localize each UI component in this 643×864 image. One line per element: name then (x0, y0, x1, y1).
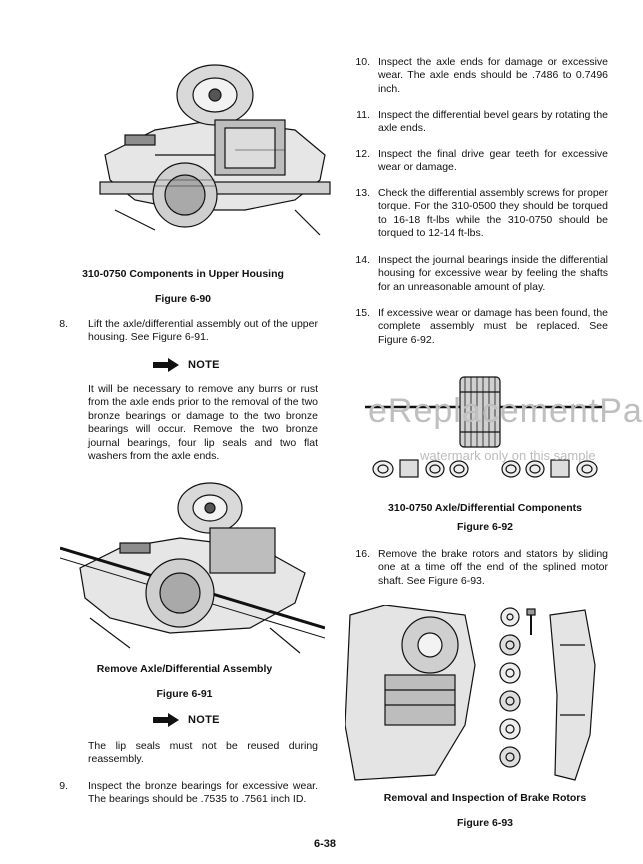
step-15-number: 15. (355, 307, 370, 319)
step-8-number: 8. (59, 318, 68, 330)
step-11-number: 11. (356, 109, 370, 121)
step-13-text: Check the differential assembly screws f… (378, 187, 608, 240)
step-14-text: Inspect the journal bearings inside the … (378, 254, 608, 293)
step-11: 11. Inspect the differential bevel gears… (352, 109, 612, 137)
figure-6-90-illustration (99, 64, 331, 236)
step-8-text: Lift the axle/differential assembly out … (88, 318, 318, 344)
step-14-number: 14. (355, 254, 370, 266)
step-10-number: 10. (355, 56, 370, 68)
note-1: NOTE (152, 357, 220, 373)
step-15: 15. If excessive wear or damage has been… (352, 307, 612, 349)
step-11-text: Inspect the differential bevel gears by … (378, 109, 608, 135)
pointing-hand-icon (153, 713, 179, 727)
page-number: 6-38 (313, 838, 337, 850)
step-13: 13. Check the differential assembly scre… (352, 187, 612, 243)
step-12: 12. Inspect the final drive gear teeth f… (352, 148, 612, 176)
note-2-text: The lip seals must not be reused during … (88, 740, 318, 766)
note-2-label: NOTE (188, 714, 220, 726)
step-12-text: Inspect the final drive gear teeth for e… (378, 148, 608, 174)
figure-6-92-illustration (365, 376, 605, 478)
step-9-number: 9. (59, 780, 68, 792)
figure-6-92-caption: 310-0750 Axle/Differential Components (388, 502, 582, 514)
note-2: NOTE (152, 712, 220, 728)
step-9: 9. Inspect the bronze bearings for exces… (50, 780, 320, 822)
figure-6-91-label: Figure 6-91 (156, 688, 213, 700)
watermark-sub: watermark only on this sample (420, 448, 596, 463)
figure-6-90-caption: 310-0750 Components in Upper Housing (82, 268, 284, 280)
figure-6-93-illustration (345, 605, 596, 781)
step-14: 14. Inspect the journal bearings inside … (352, 254, 612, 296)
note-1-text: It will be necessary to remove any burrs… (88, 383, 318, 463)
pointing-hand-icon (153, 358, 179, 372)
step-8: 8. Lift the axle/differential assembly o… (50, 318, 320, 348)
step-16-number: 16. (355, 548, 370, 560)
step-9-text: Inspect the bronze bearings for excessiv… (88, 780, 318, 806)
figure-6-91-illustration (60, 482, 325, 654)
figure-6-93-caption: Removal and Inspection of Brake Rotors (383, 792, 587, 804)
step-10: 10. Inspect the axle ends for damage or … (352, 56, 612, 98)
watermark-main: eReplacementParts.com (368, 392, 643, 430)
figure-6-93-label: Figure 6-93 (456, 817, 514, 829)
note-1-label: NOTE (188, 359, 220, 371)
figure-6-90-label: Figure 6-90 (154, 293, 212, 305)
figure-6-91-caption: Remove Axle/Differential Assembly (96, 663, 273, 675)
figure-6-92-label: Figure 6-92 (456, 521, 514, 533)
step-12-number: 12. (355, 148, 370, 160)
step-13-number: 13. (355, 187, 370, 199)
step-10-text: Inspect the axle ends for damage or exce… (378, 56, 608, 95)
step-16: 16. Remove the brake rotors and stators … (352, 548, 612, 590)
step-15-text: If excessive wear or damage has been fou… (378, 307, 608, 346)
step-16-text: Remove the brake rotors and stators by s… (378, 548, 608, 587)
